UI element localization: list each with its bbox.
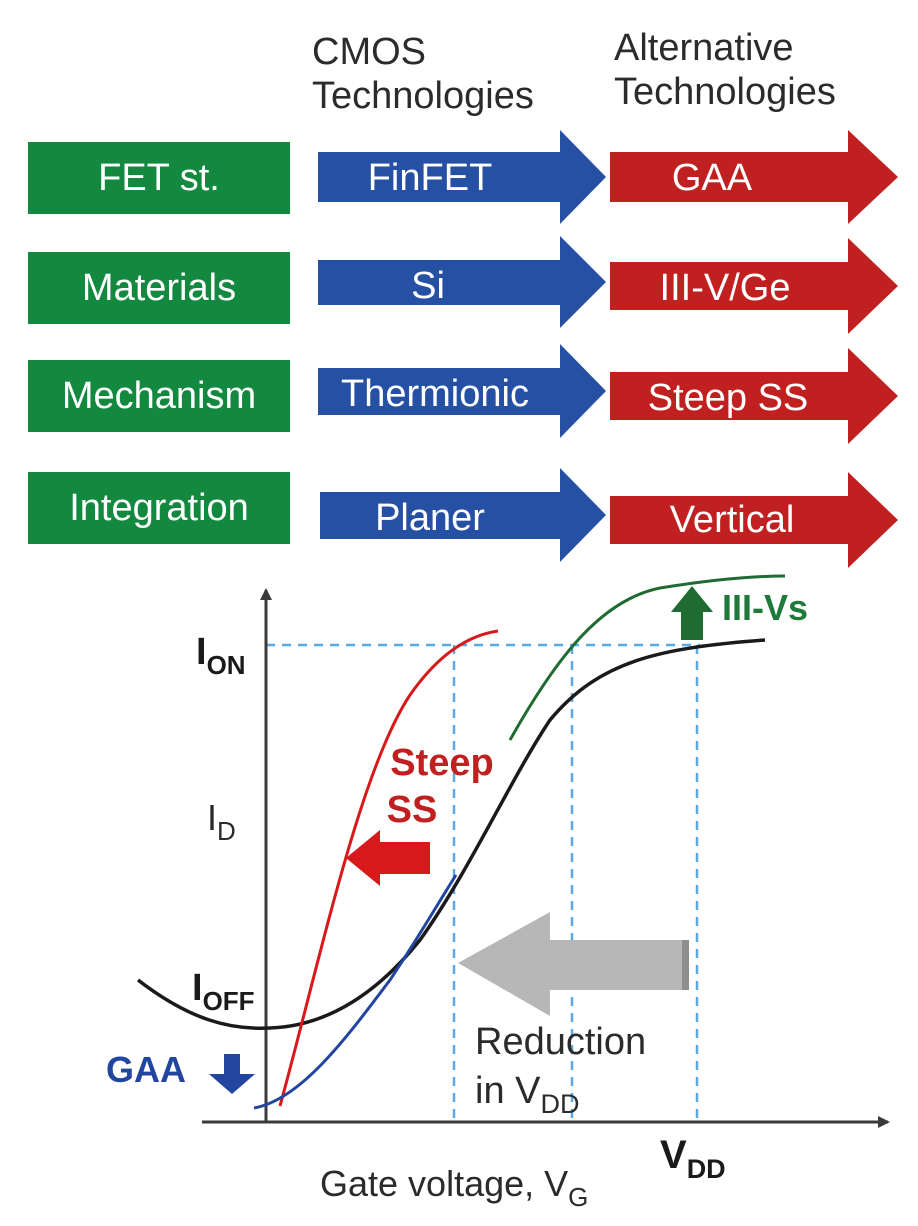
reduction-annotation-line2-sub: DD	[540, 1089, 579, 1119]
alternative-header-line1: Alternative	[614, 27, 794, 69]
ion-label-sub: ON	[207, 650, 246, 680]
category-fet-structure: FET st.	[28, 142, 290, 214]
ion-label: ION	[196, 631, 246, 680]
reduction-arrow	[458, 912, 689, 1016]
ion-label-main: I	[196, 631, 207, 673]
guide-lines	[266, 643, 700, 1120]
arrow-row-3-alternative-label: Steep SS	[648, 377, 809, 419]
arrow-row-4-cmos-label: Planer	[375, 497, 485, 539]
vdd-label: VDD	[660, 1133, 726, 1184]
arrow-row-1-alternative: GAA	[610, 130, 898, 224]
ioff-label-main: I	[192, 967, 203, 1009]
y-axis-label-main: I	[207, 797, 217, 838]
reduction-annotation-line2: in VDD	[475, 1070, 579, 1119]
iii-v-curve	[508, 574, 786, 741]
vdd-label-main: V	[660, 1133, 687, 1177]
arrow-row-2-alternative: III-V/Ge	[610, 238, 898, 334]
baseline-cmos-curve	[136, 638, 766, 1030]
reduction-annotation-line2-main: in V	[475, 1070, 541, 1112]
iii-vs-annotation: III-Vs	[722, 587, 808, 628]
steep-ss-annotation-line2: SS	[387, 789, 438, 831]
gaa-down-arrow	[209, 1054, 255, 1094]
gaa-curve	[253, 874, 458, 1110]
arrow-row-3-cmos: Thermionic	[318, 344, 606, 438]
y-axis-label-sub: D	[217, 816, 236, 846]
cmos-header-line1: CMOS	[312, 31, 426, 73]
x-axis-label-sub: G	[568, 1182, 588, 1212]
ioff-label: IOFF	[192, 967, 255, 1016]
arrow-row-2-cmos-label: Si	[411, 265, 445, 307]
arrow-row-2-cmos: Si	[318, 236, 606, 328]
ioff-label-sub: OFF	[203, 986, 255, 1016]
steep-ss-annotation-line1: Steep	[390, 742, 493, 784]
x-axis-label-main: Gate voltage, V	[320, 1163, 568, 1204]
cmos-header: CMOS Technologies	[312, 30, 534, 118]
alternative-header: Alternative Technologies	[614, 26, 836, 114]
category-mechanism: Mechanism	[28, 360, 290, 432]
arrow-row-4-alternative: Vertical	[610, 472, 898, 568]
arrow-row-1-alternative-label: GAA	[672, 157, 753, 199]
arrow-row-4-cmos: Planer	[320, 468, 606, 562]
reduction-annotation-line1: Reduction	[475, 1021, 646, 1063]
category-materials: Materials	[28, 252, 290, 324]
arrow-row-3-alternative: Steep SS	[610, 348, 898, 444]
iii-v-up-arrow	[671, 586, 713, 640]
arrow-row-3-cmos-label: Thermionic	[341, 373, 529, 415]
id-vg-plot: ION IOFF ID VDD Gate voltage, VG Steep S…	[106, 574, 890, 1212]
arrow-row-2-alternative-label: III-V/Ge	[660, 267, 791, 309]
y-axis-label: ID	[207, 797, 236, 846]
gaa-annotation: GAA	[106, 1049, 186, 1090]
category-integration: Integration	[28, 472, 290, 544]
cmos-header-line2: Technologies	[312, 75, 534, 117]
x-axis-label: Gate voltage, VG	[320, 1163, 588, 1212]
arrow-row-4-alternative-label: Vertical	[670, 499, 795, 541]
arrow-row-1-cmos: FinFET	[318, 130, 606, 224]
steep-ss-curve	[278, 629, 499, 1107]
arrow-row-1-cmos-label: FinFET	[368, 157, 493, 199]
vdd-label-sub: DD	[687, 1154, 726, 1184]
steep-ss-arrow	[346, 830, 430, 886]
alternative-header-line2: Technologies	[614, 71, 836, 113]
